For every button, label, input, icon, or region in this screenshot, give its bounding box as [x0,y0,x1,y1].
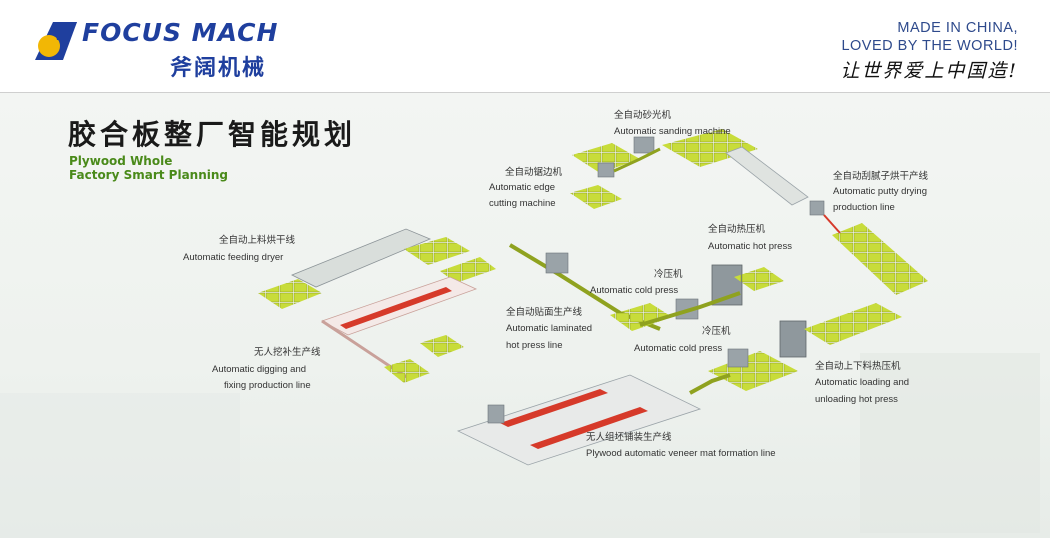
plan-content: 全自动砂光机 Automatic sanding machine 全自动锯边机 … [0,93,1050,538]
factory-layout-diagram: 全自动砂光机 Automatic sanding machine 全自动锯边机 … [0,109,1040,538]
label-feeding-cn: 全自动上料烘干线 [219,234,296,246]
digging-output-stack [384,359,430,383]
label-edge-en1: Automatic edge [489,182,555,193]
label-edge-cn: 全自动锯边机 [505,166,563,178]
label-hotpress-cn: 全自动热压机 [708,223,766,235]
veneer-station [487,404,505,424]
cold-press-2 [727,348,749,368]
slogan-line-2: LOVED BY THE WORLD! [841,38,1018,54]
putty-output-conveyor [832,223,928,295]
label-sanding-cn: 全自动砂光机 [614,109,672,121]
label-digging-cn: 无人挖补生产线 [254,346,321,358]
loading-hot-press [779,320,807,358]
label-laminated-en2: hot press line [506,340,563,351]
digging-side-stack [420,335,464,357]
label-coldpress1-en: Automatic cold press [590,285,678,296]
feeding-dryer-input-stack [258,279,322,309]
feeding-dryer-output-conveyor [404,237,470,265]
label-edge-en2: cutting machine [489,198,556,209]
label-coldpress2-en: Automatic cold press [634,343,722,354]
laminated-output-stack [610,303,672,331]
label-hotpress-en: Automatic hot press [708,241,792,252]
sanding-line-link [613,147,661,173]
edge-cutter-stack [570,185,622,209]
brand-name-cn: 斧阔机械 [170,56,267,81]
label-laminated-en1: Automatic laminated [506,323,592,334]
laminated-hot-press [545,252,569,274]
plan-title-cn: 胶合板整厂智能规划 [68,118,357,151]
plan-title-en-line2: Factory Smart Planning [69,168,229,182]
label-digging-en2: fixing production line [224,380,311,391]
label-coldpress1-cn: 冷压机 [654,268,683,280]
label-digging-en1: Automatic digging and [212,364,306,375]
label-feeding-en: Automatic feeding dryer [183,252,283,263]
veneer-line-red-stripe-1 [500,389,608,427]
label-loading-en1: Automatic loading and [815,377,909,388]
label-putty-cn: 全自动刮腻子烘干产线 [833,170,929,182]
plan-title-en-line1: Plywood Whole [69,154,173,168]
loading-conveyor [804,303,902,345]
putty-connector [823,214,841,234]
veneer-line-red-stripe-2 [530,407,648,449]
sanding-conveyor [662,129,758,167]
header-divider [0,92,1050,93]
putty-machine [809,200,825,216]
veneer-output-conveyor [689,373,731,395]
edge-cutter-conveyor [572,143,640,173]
label-veneer-cn: 无人组坯铺装生产线 [586,431,672,443]
label-sanding-en: Automatic sanding machine [614,126,731,137]
label-laminated-cn: 全自动贴面生产线 [506,306,583,318]
feeding-dryer-unit [291,228,432,288]
label-coldpress2-cn: 冷压机 [702,325,731,337]
slogan-cn: 让世界爱上中国造! [840,60,1018,82]
veneer-formation-line [456,374,702,466]
label-loading-en2: unloading hot press [815,394,898,405]
label-putty-en1: Automatic putty drying [833,186,927,197]
label-loading-cn: 全自动上下料热压机 [815,360,901,372]
hot-press-conveyor [639,291,741,327]
edge-cutting-machine [597,162,615,178]
hot-press-output-stack [734,267,784,291]
loading-output-stack [708,351,798,391]
putty-drying-tunnel [725,146,809,206]
header: FOCUS MACH 斧阔机械 MADE IN CHINA, LOVED BY … [0,0,1050,92]
digging-line-red-stripe [340,287,452,329]
label-veneer-en: Plywood automatic veneer mat formation l… [586,448,776,459]
feeding-dryer-turn-conveyor [440,257,496,283]
brand-name: FOCUS MACH [82,18,279,47]
sanding-machine [633,136,655,154]
slogan-line-1: MADE IN CHINA, [897,20,1018,36]
label-putty-en2: production line [833,202,895,213]
focus-mach-logo-icon [35,22,77,60]
